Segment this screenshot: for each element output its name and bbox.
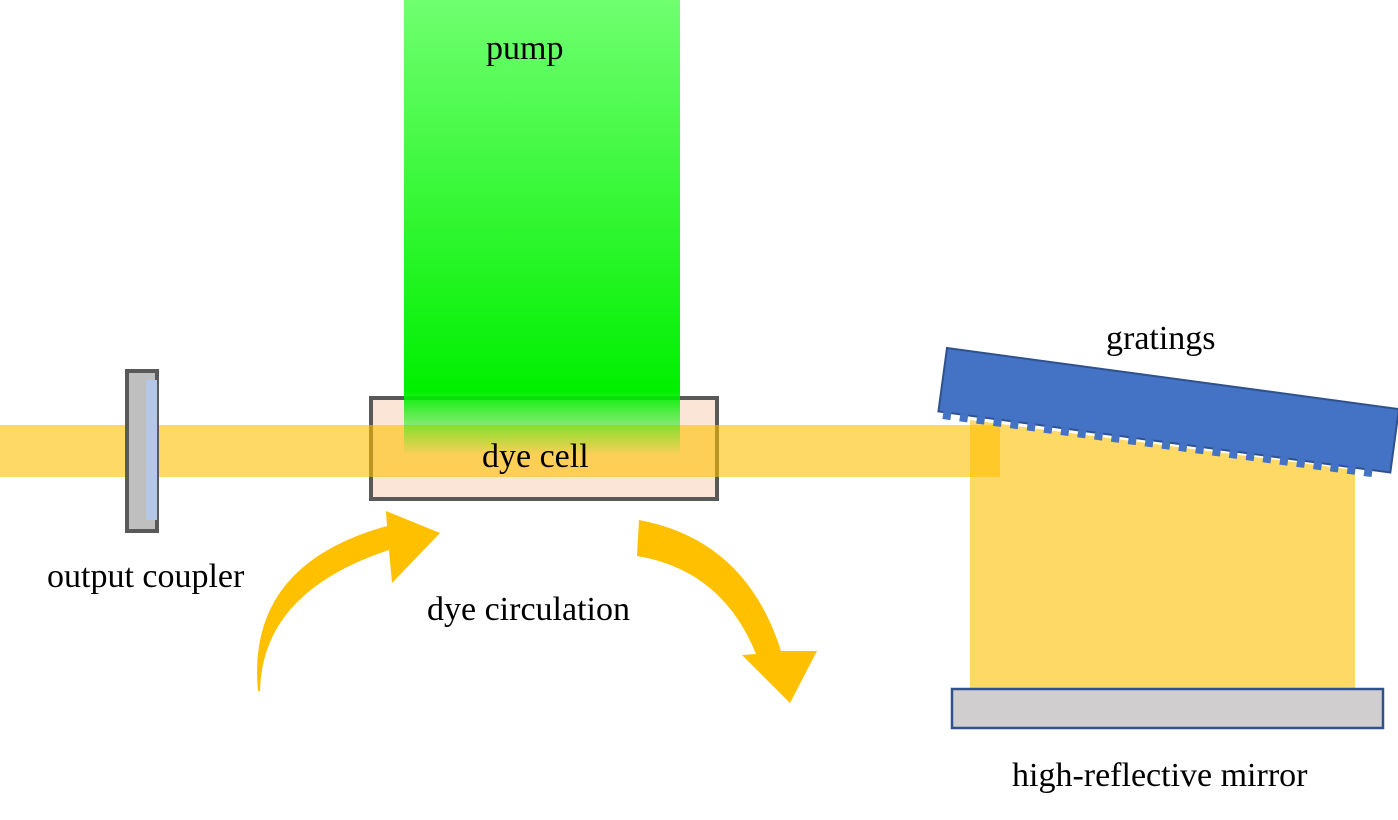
grating-tooth [1262, 454, 1272, 464]
grating-tooth [1077, 429, 1087, 439]
grating-tooth [1127, 436, 1137, 446]
laser-beam-diffracted [970, 420, 1355, 690]
grating-tooth [1026, 422, 1036, 432]
grating-tooth [1228, 449, 1238, 459]
grating-tooth [976, 415, 986, 425]
grating-tooth [1363, 468, 1373, 478]
dye-circulation-arrow-in [257, 511, 440, 691]
grating-tooth [1110, 433, 1120, 443]
grating-tooth [942, 411, 952, 421]
grating-tooth [992, 417, 1002, 427]
output-coupler-coating [146, 380, 157, 520]
grating-tooth [1211, 447, 1221, 457]
dye-circulation-label: dye circulation [427, 591, 630, 628]
output-coupler-label: output coupler [47, 558, 245, 595]
grating-tooth [1178, 442, 1188, 452]
grating-tooth [1161, 440, 1171, 450]
pump-label: pump [486, 30, 564, 67]
grating-tooth [1144, 438, 1154, 448]
grating-teeth [942, 411, 1373, 478]
grating-tooth [1329, 463, 1339, 473]
grating-tooth [1009, 420, 1019, 430]
output-coupler [125, 369, 159, 533]
dye-cell-label: dye cell [482, 438, 589, 475]
grating-tooth [1094, 431, 1104, 441]
grating-tooth [959, 413, 969, 423]
grating-tooth [1279, 456, 1289, 466]
grating-tooth [1346, 465, 1356, 475]
grating-tooth [1195, 445, 1205, 455]
grating-tooth [1313, 461, 1323, 471]
dye-circulation-arrow-out [637, 520, 817, 703]
gratings [937, 346, 1398, 478]
high-reflective-mirror-label: high-reflective mirror [1012, 757, 1308, 794]
grating-tooth [1245, 452, 1255, 462]
grating-tooth [1060, 427, 1070, 437]
gratings-label: gratings [1106, 320, 1216, 357]
grating-tooth [1296, 458, 1306, 468]
high-reflective-mirror [950, 687, 1385, 730]
pump-beam [404, 0, 680, 455]
grating-tooth [1043, 424, 1053, 434]
